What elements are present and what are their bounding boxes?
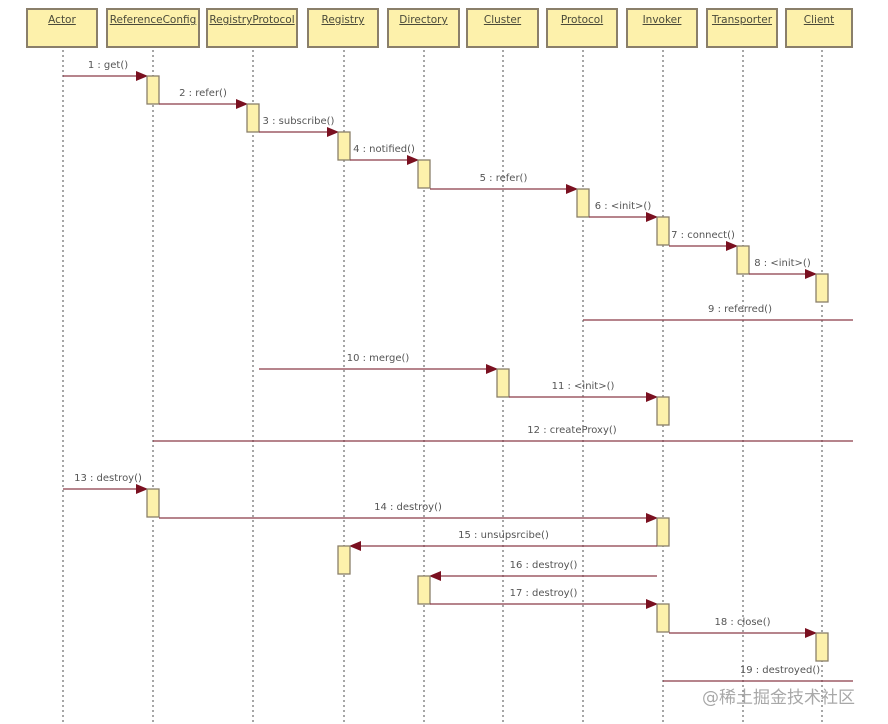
activation-bar — [656, 396, 670, 426]
message-label: 8 : <init>() — [754, 258, 811, 269]
activation-bar — [337, 131, 351, 161]
activation-bar — [496, 368, 510, 398]
activation-bar — [736, 245, 750, 275]
message-label: 1 : get() — [87, 60, 129, 71]
message-label: 13 : destroy() — [74, 473, 142, 484]
participant-registry[interactable]: Registry — [307, 8, 379, 48]
activation-bar — [146, 488, 160, 518]
activation-bar — [417, 575, 431, 605]
activation-bar — [337, 545, 351, 575]
participant-cluster[interactable]: Cluster — [466, 8, 539, 48]
message-label: 4 : notified() — [353, 144, 415, 155]
message-label: 6 : <init>() — [594, 201, 652, 212]
participant-directory[interactable]: Directory — [387, 8, 460, 48]
message-label: 12 : createProxy() — [527, 425, 617, 436]
message-label: 2 : refer() — [179, 88, 227, 99]
activation-bar — [656, 517, 670, 547]
message-label: 7 : connect() — [671, 230, 735, 241]
activation-bar — [656, 216, 670, 246]
participant-registryprotocol[interactable]: RegistryProtocol — [206, 8, 298, 48]
participant-protocol[interactable]: Protocol — [546, 8, 618, 48]
participant-transporter[interactable]: Transporter — [706, 8, 778, 48]
message-label: 11 : <init>() — [551, 381, 615, 392]
message-label: 17 : destroy() — [509, 588, 578, 599]
participant-actor[interactable]: Actor — [26, 8, 98, 48]
activation-bar — [146, 75, 160, 105]
activation-bar — [815, 273, 829, 303]
participant-invoker[interactable]: Invoker — [626, 8, 698, 48]
participant-client[interactable]: Client — [785, 8, 853, 48]
activation-bar — [417, 159, 431, 189]
message-label: 9 : referred() — [708, 304, 772, 315]
message-label: 15 : unsupsrcibe() — [458, 530, 549, 541]
activation-bar — [246, 103, 260, 133]
activation-bar — [656, 603, 670, 633]
participant-referenceconfig[interactable]: ReferenceConfig — [106, 8, 200, 48]
message-label: 10 : merge() — [346, 353, 410, 364]
message-label: 16 : destroy() — [509, 560, 578, 571]
message-label: 5 : refer() — [479, 173, 528, 184]
message-label: 19 : destroyed() — [739, 665, 821, 676]
message-label: 14 : destroy() — [374, 502, 442, 513]
watermark: @稀土掘金技术社区 — [702, 688, 855, 708]
activation-bar — [576, 188, 590, 218]
message-label: 18 : close() — [714, 617, 771, 628]
activation-bar — [815, 632, 829, 662]
message-label: 3 : subscribe() — [262, 116, 335, 127]
